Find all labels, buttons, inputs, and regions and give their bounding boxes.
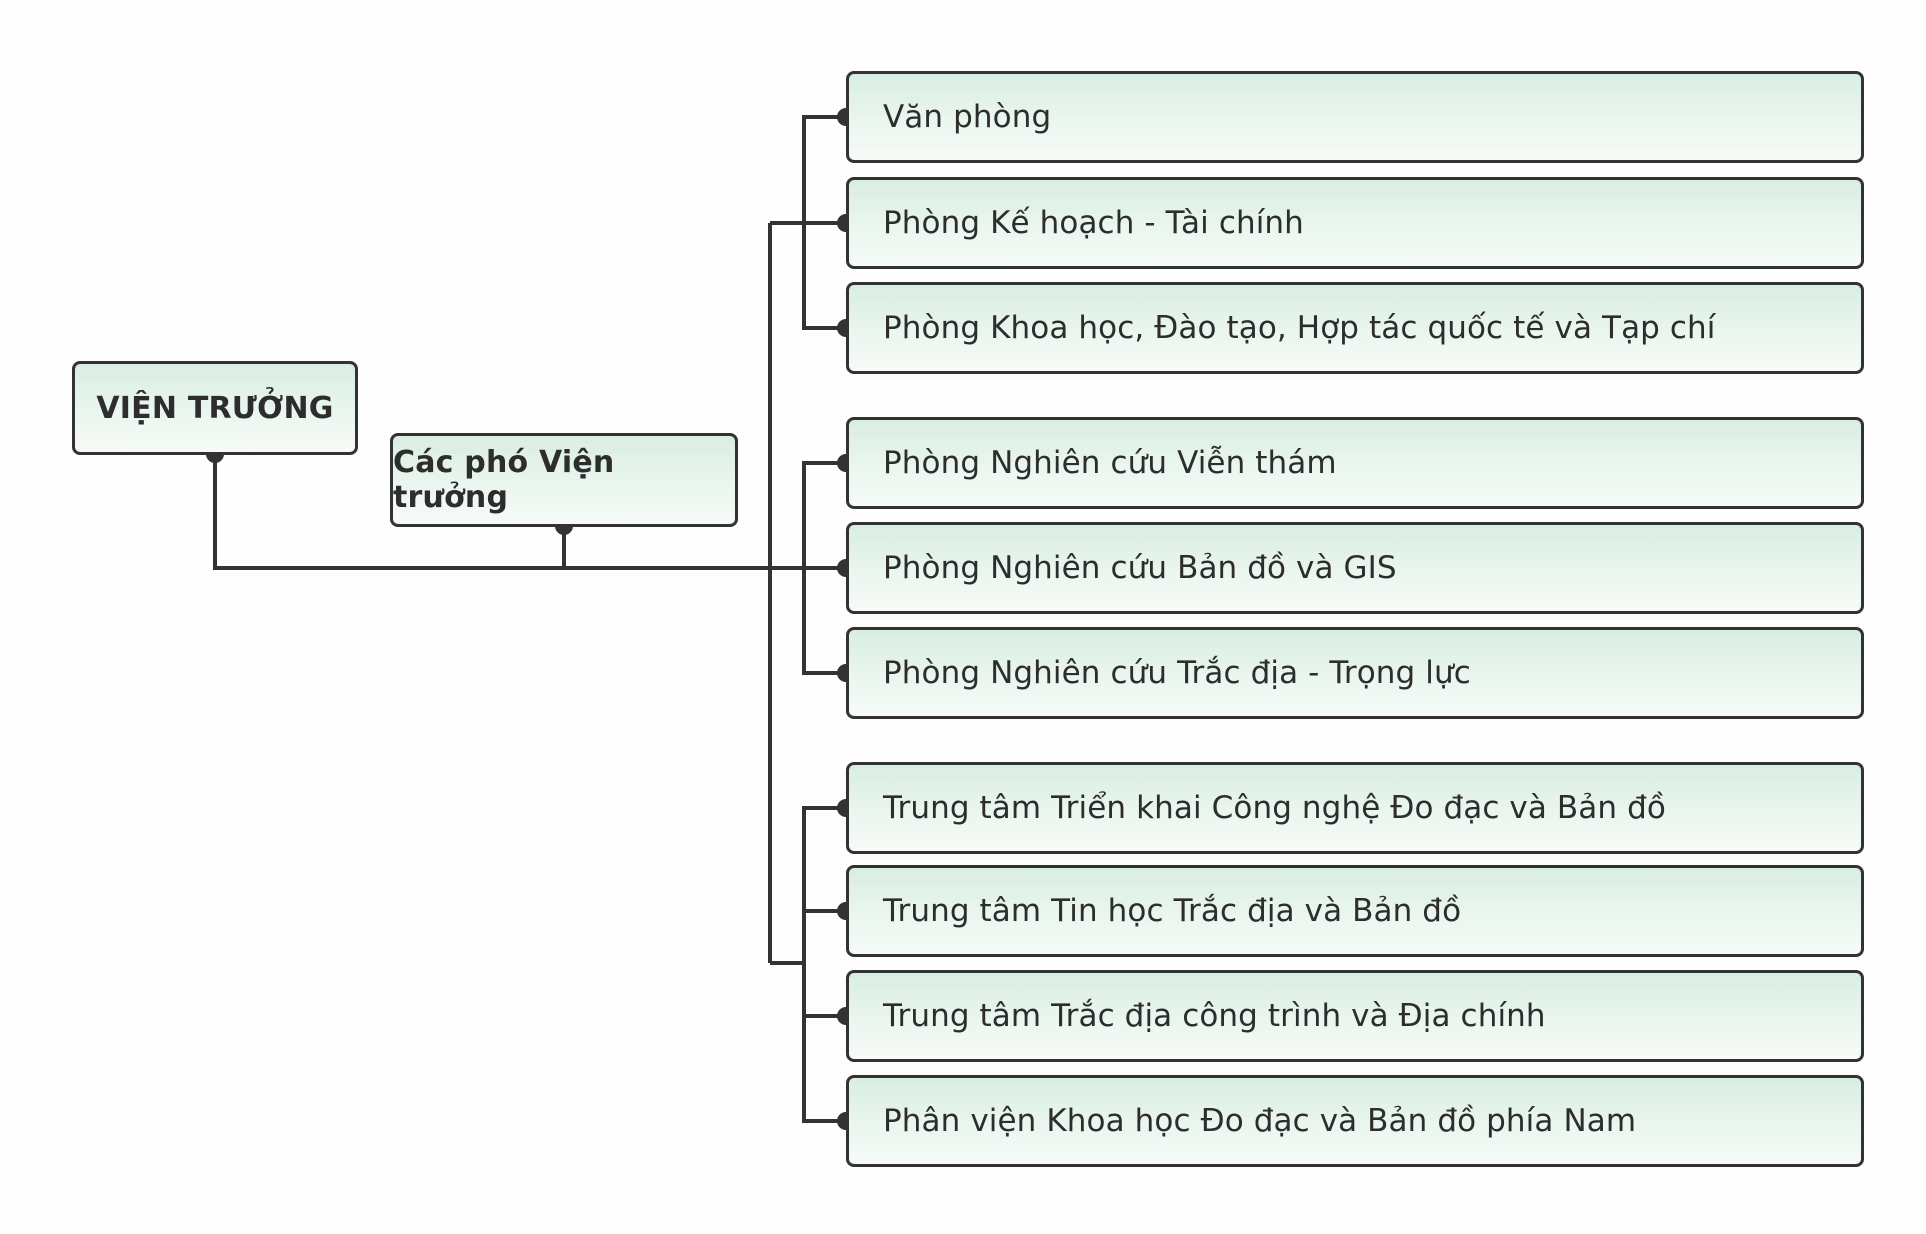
unit-label: Phòng Kế hoạch - Tài chính: [883, 205, 1304, 241]
unit-label: Trung tâm Triển khai Công nghệ Đo đạc và…: [883, 790, 1666, 826]
unit-label: Phòng Nghiên cứu Viễn thám: [883, 445, 1337, 481]
unit-box-geodesy-gravity: Phòng Nghiên cứu Trắc địa - Trọng lực: [846, 627, 1864, 719]
deputies-label: Các phó Viện trưởng: [393, 445, 615, 515]
unit-box-planning-finance: Phòng Kế hoạch - Tài chính: [846, 177, 1864, 269]
unit-box-cartography-gis: Phòng Nghiên cứu Bản đồ và GIS: [846, 522, 1864, 614]
unit-box-engineering-survey-center: Trung tâm Trắc địa công trình và Địa chí…: [846, 970, 1864, 1062]
director-box: VIỆN TRƯỞNG: [72, 361, 358, 455]
connector-director-trunk: [213, 454, 770, 570]
unit-label: Phòng Khoa học, Đào tạo, Hợp tác quốc tế…: [883, 310, 1716, 346]
unit-label: Phòng Nghiên cứu Bản đồ và GIS: [883, 550, 1397, 586]
unit-box-technology-center: Trung tâm Triển khai Công nghệ Đo đạc và…: [846, 762, 1864, 854]
unit-box-southern-branch: Phân viện Khoa học Đo đạc và Bản đồ phía…: [846, 1075, 1864, 1167]
director-label: VIỆN TRƯỞNG: [96, 390, 334, 426]
connector-group-3-bracket: [802, 806, 846, 1123]
unit-label: Trung tâm Tin học Trắc địa và Bản đồ: [883, 893, 1462, 929]
unit-label: Phòng Nghiên cứu Trắc địa - Trọng lực: [883, 655, 1471, 691]
unit-label: Văn phòng: [883, 99, 1052, 135]
connector-group-2-bracket: [802, 461, 846, 675]
unit-box-science-training: Phòng Khoa học, Đào tạo, Hợp tác quốc tế…: [846, 282, 1864, 374]
unit-label: Phân viện Khoa học Đo đạc và Bản đồ phía…: [883, 1103, 1637, 1139]
deputies-box: Các phó Viện trưởng: [390, 433, 738, 527]
connector-group-1-bracket: [802, 115, 846, 330]
unit-label: Trung tâm Trắc địa công trình và Địa chí…: [883, 998, 1546, 1034]
unit-box-informatics-center: Trung tâm Tin học Trắc địa và Bản đồ: [846, 865, 1864, 957]
unit-box-office: Văn phòng: [846, 71, 1864, 163]
unit-box-remote-sensing: Phòng Nghiên cứu Viễn thám: [846, 417, 1864, 509]
